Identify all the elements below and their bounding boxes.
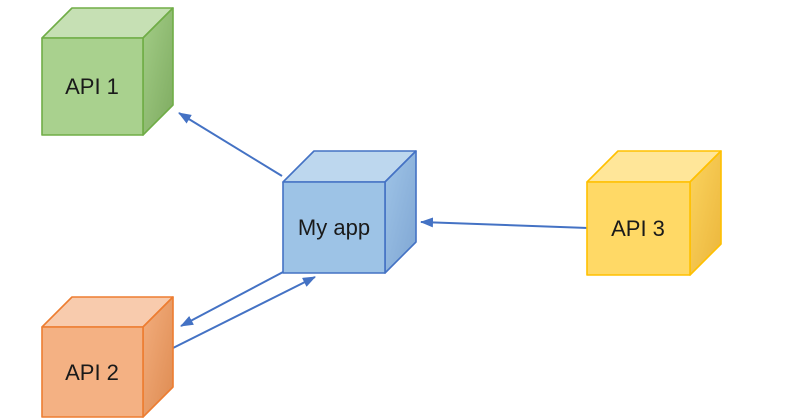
node-api3: API 3 — [586, 150, 722, 276]
cube-myapp-front-face — [282, 181, 386, 274]
cube-api3-front-face — [586, 181, 691, 276]
cube-api1-front-face — [41, 37, 144, 136]
node-api1: API 1 — [41, 7, 174, 136]
node-myapp: My app — [282, 150, 417, 274]
arrow-myapp-to-api1 — [178, 112, 283, 177]
edges — [172, 112, 589, 349]
arrow-api2-to-myapp — [172, 276, 316, 349]
node-myapp-label: My app — [298, 215, 370, 240]
node-api2-label: API 2 — [65, 360, 119, 385]
arrow-myapp-to-api2 — [180, 270, 286, 327]
arrow-api3-to-myapp — [420, 217, 589, 229]
node-api1-label: API 1 — [65, 74, 119, 99]
node-api2: API 2 — [41, 296, 174, 418]
node-api3-label: API 3 — [611, 216, 665, 241]
cube-api2-front-face — [41, 326, 144, 418]
